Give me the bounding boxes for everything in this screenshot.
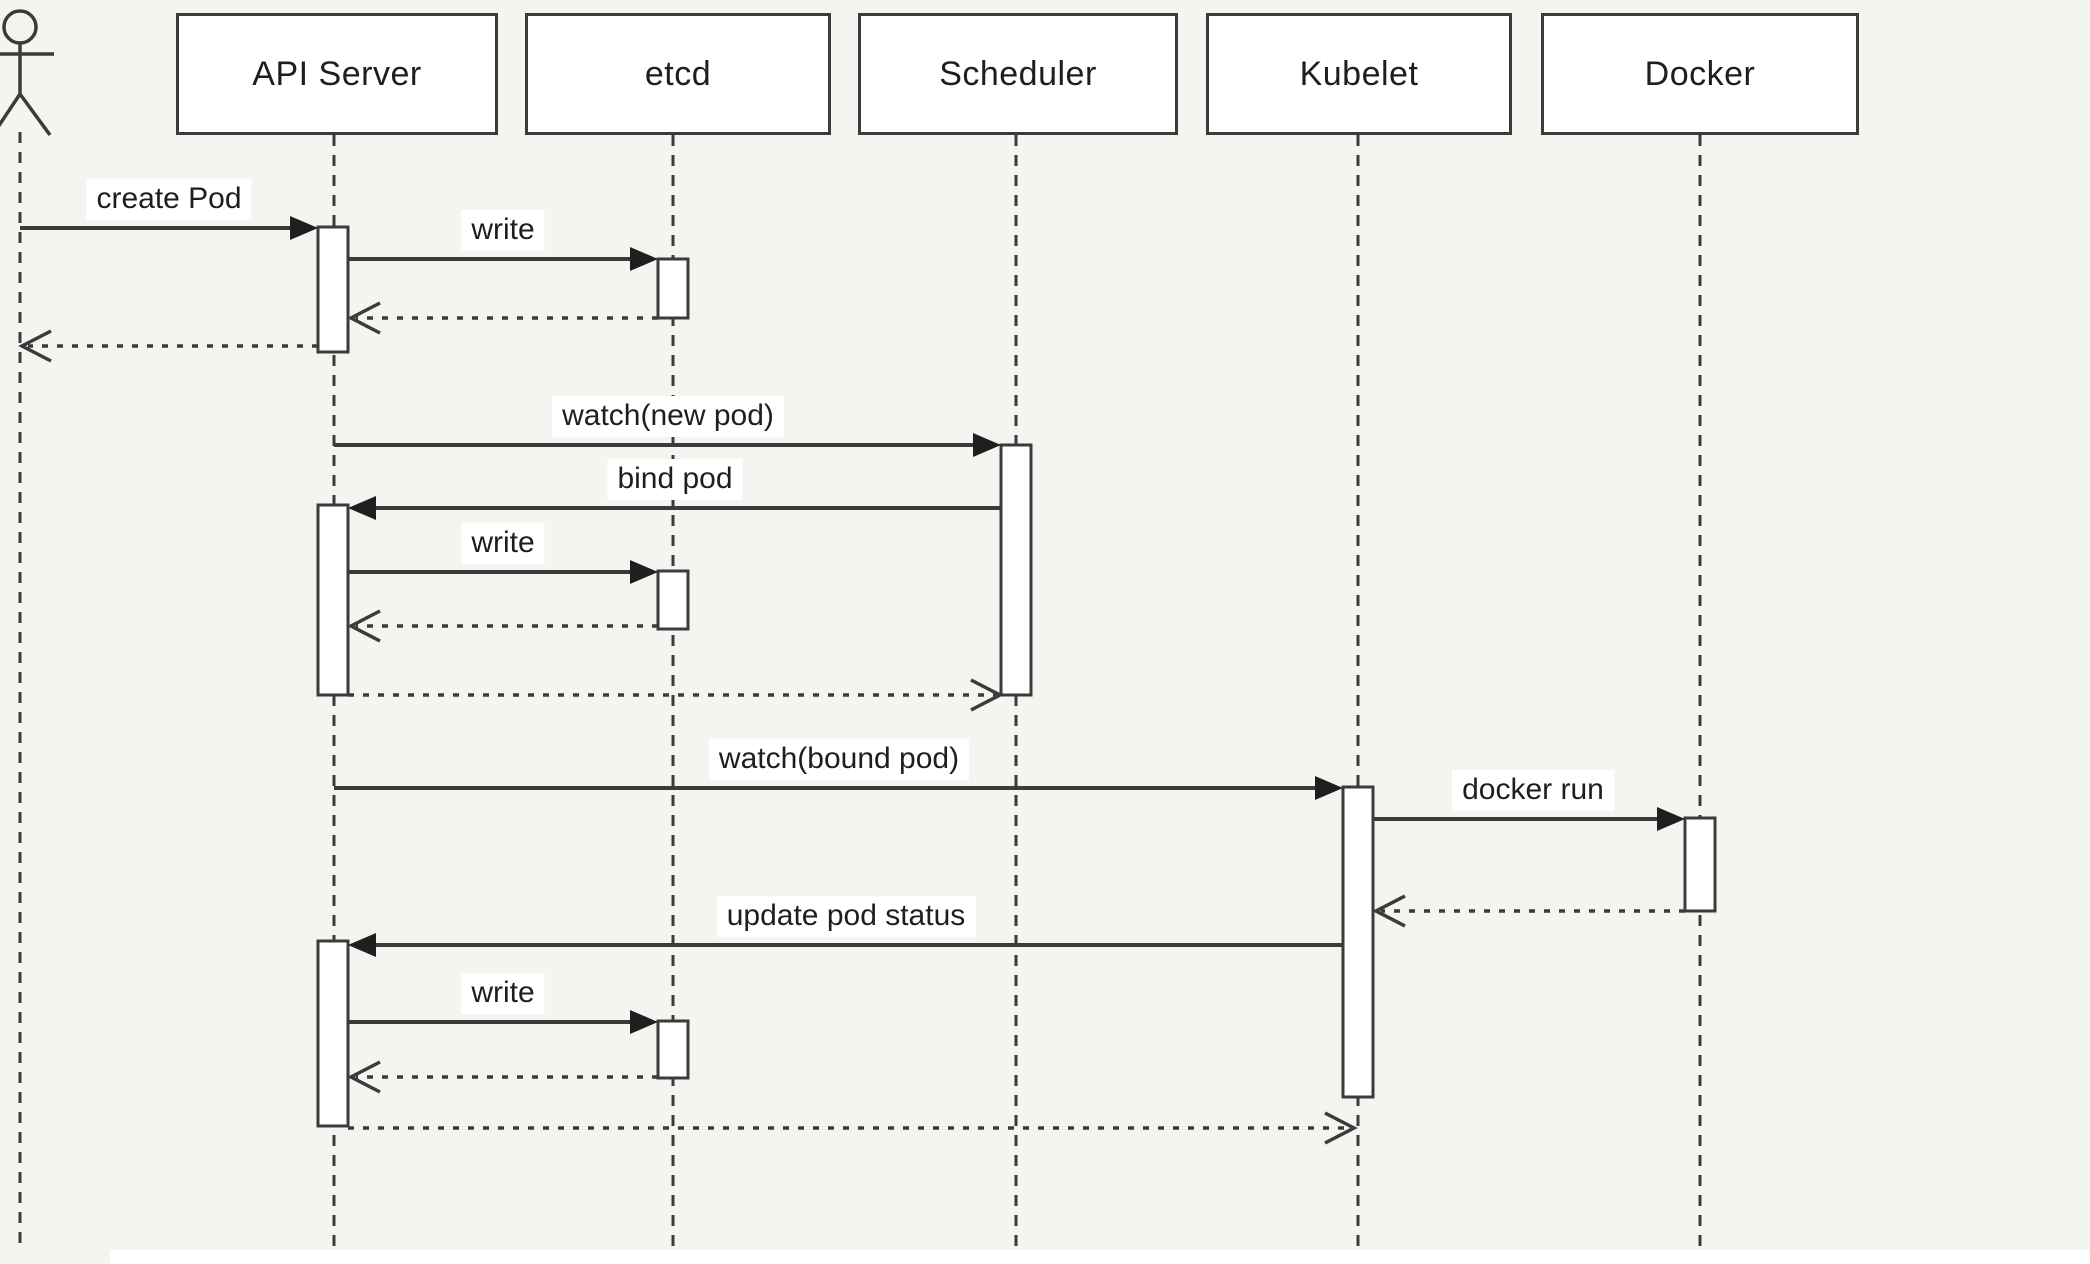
arrowhead-write-3 — [630, 1010, 658, 1034]
message-label-write-3: write — [461, 973, 545, 1014]
activation-api-server-2 — [316, 503, 350, 697]
open-arrowhead-api-user — [18, 329, 52, 363]
participant-box-scheduler: Scheduler — [858, 13, 1178, 135]
open-arrowhead-api-kubelet — [1324, 1111, 1358, 1145]
activation-scheduler-1 — [999, 443, 1033, 697]
arrowhead-update-pod-status — [348, 933, 376, 957]
activation-etcd-2 — [656, 569, 690, 631]
arrowhead-write-2 — [630, 560, 658, 584]
participant-box-kubelet: Kubelet — [1206, 13, 1512, 135]
open-arrowhead-api-scheduler — [970, 678, 1004, 712]
open-arrowhead-etcd-api-3 — [347, 1060, 381, 1094]
participant-box-etcd: etcd — [525, 13, 831, 135]
participant-label-docker: Docker — [1644, 54, 1756, 93]
arrowhead-docker-run — [1657, 807, 1685, 831]
open-arrowhead-docker-kubelet — [1372, 894, 1406, 928]
message-label-bind-pod: bind pod — [607, 459, 743, 500]
message-label-docker-run: docker run — [1452, 770, 1614, 811]
actor-icon — [0, 9, 54, 137]
activation-kubelet-1 — [1341, 785, 1375, 1099]
participant-label-etcd: etcd — [644, 54, 712, 93]
activation-docker-1 — [1683, 816, 1717, 913]
arrowhead-write-1 — [630, 247, 658, 271]
activation-api-server-1 — [316, 225, 350, 354]
message-label-update-pod-status: update pod status — [716, 896, 976, 937]
participant-box-docker: Docker — [1541, 13, 1859, 135]
message-label-watch-new-pod: watch(new pod) — [552, 396, 784, 437]
arrowhead-bind-pod — [348, 496, 376, 520]
activation-etcd-3 — [656, 1019, 690, 1080]
activation-api-server-3 — [316, 939, 350, 1128]
message-label-create-pod: create Pod — [86, 179, 252, 220]
message-label-write-1: write — [461, 210, 545, 251]
arrowhead-watch-new-pod — [973, 433, 1001, 457]
participant-label-api-server: API Server — [252, 54, 422, 93]
activation-etcd-1 — [656, 257, 690, 320]
participant-label-scheduler: Scheduler — [939, 54, 1097, 93]
message-label-watch-bound-pod: watch(bound pod) — [708, 739, 970, 780]
open-arrowhead-etcd-api-2 — [347, 609, 381, 643]
open-arrowhead-etcd-api-1 — [347, 301, 381, 335]
arrowhead-watch-bound-pod — [1315, 776, 1343, 800]
bottom-edge-strip — [110, 1250, 2090, 1264]
participant-box-api-server: API Server — [176, 13, 498, 135]
arrowhead-create-pod — [290, 216, 318, 240]
message-label-write-2: write — [461, 523, 545, 564]
participant-label-kubelet: Kubelet — [1299, 54, 1419, 93]
